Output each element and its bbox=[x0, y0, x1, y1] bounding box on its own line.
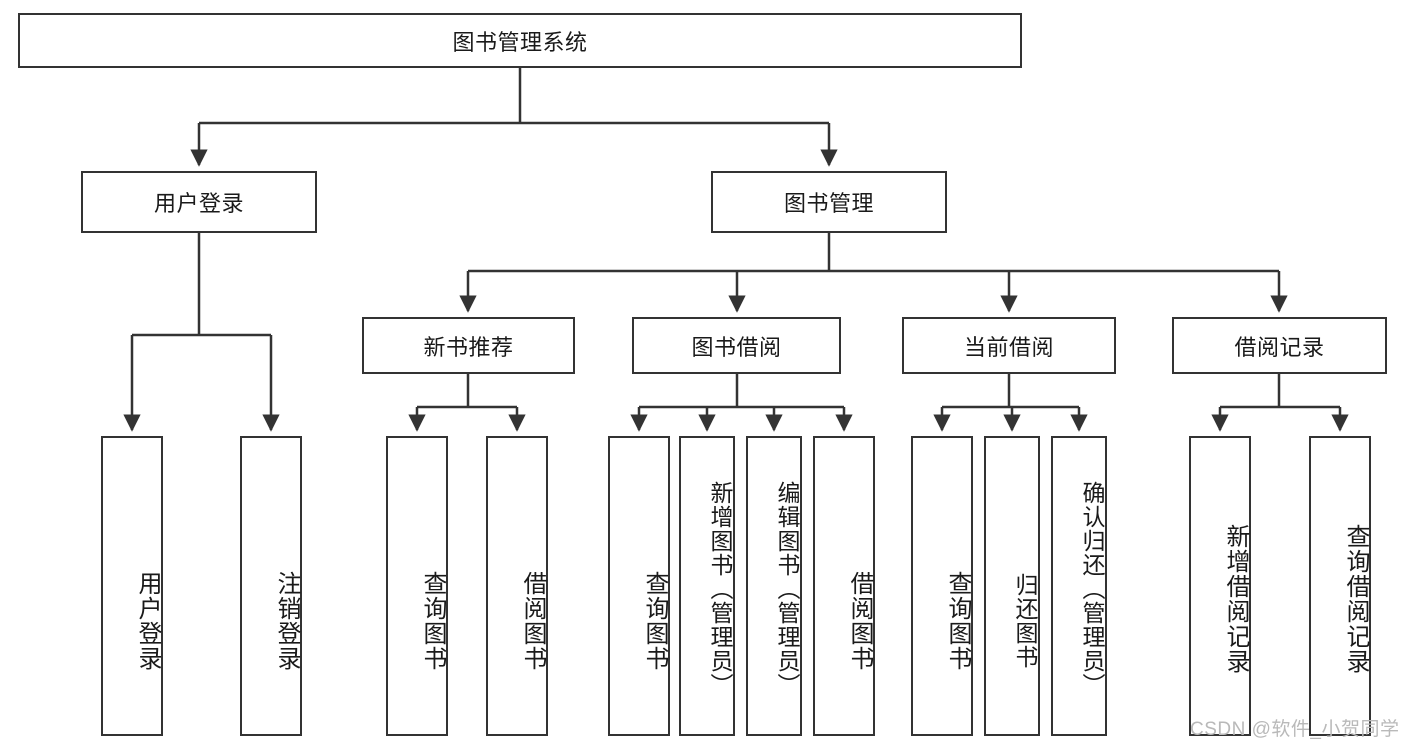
leaf-user-login[interactable]: 用户登录 bbox=[101, 436, 163, 736]
leaf-query-book-recommend[interactable]: 查询图书 bbox=[386, 436, 448, 736]
node-current-borrow-label: 当前借阅 bbox=[963, 334, 1054, 360]
leaf-borrow-book-label: 借阅图书 bbox=[846, 571, 873, 671]
leaf-user-logout-label: 注销登录 bbox=[273, 571, 300, 671]
leaf-borrow-book[interactable]: 借阅图书 bbox=[813, 436, 875, 736]
node-user-login-label: 用户登录 bbox=[153, 191, 244, 216]
leaf-return-book-label: 归还图书 bbox=[1012, 573, 1038, 669]
leaf-edit-book-admin-label: 编辑图书（管理员） bbox=[774, 480, 800, 697]
node-user-login[interactable]: 用户登录 bbox=[81, 171, 317, 233]
leaf-add-book-admin[interactable]: 新增图书（管理员） bbox=[679, 436, 735, 736]
node-book-management[interactable]: 图书管理 bbox=[711, 171, 947, 233]
node-new-book-recommend[interactable]: 新书推荐 bbox=[362, 317, 575, 374]
leaf-edit-book-admin[interactable]: 编辑图书（管理员） bbox=[746, 436, 802, 736]
node-current-borrow[interactable]: 当前借阅 bbox=[902, 317, 1116, 374]
node-new-book-recommend-label: 新书推荐 bbox=[423, 334, 514, 360]
leaf-borrow-book-recommend[interactable]: 借阅图书 bbox=[486, 436, 548, 736]
leaf-add-borrow-record[interactable]: 新增借阅记录 bbox=[1189, 436, 1251, 736]
leaf-confirm-return-admin[interactable]: 确认归还（管理员） bbox=[1051, 436, 1107, 736]
leaf-borrow-book-recommend-label: 借阅图书 bbox=[519, 571, 546, 671]
node-book-borrow-label: 图书借阅 bbox=[691, 334, 782, 360]
node-book-management-label: 图书管理 bbox=[783, 191, 874, 216]
node-borrow-record-label: 借阅记录 bbox=[1234, 334, 1325, 360]
leaf-query-book-borrow[interactable]: 查询图书 bbox=[608, 436, 670, 736]
leaf-confirm-return-admin-label: 确认归还（管理员） bbox=[1079, 480, 1105, 697]
leaf-query-book-current-label: 查询图书 bbox=[944, 571, 971, 671]
leaf-user-logout[interactable]: 注销登录 bbox=[240, 436, 302, 736]
leaf-query-borrow-record[interactable]: 查询借阅记录 bbox=[1309, 436, 1371, 736]
leaf-user-login-label: 用户登录 bbox=[134, 571, 161, 671]
leaf-add-borrow-record-label: 新增借阅记录 bbox=[1222, 523, 1249, 674]
leaf-return-book[interactable]: 归还图书 bbox=[984, 436, 1040, 736]
node-root-label: 图书管理系统 bbox=[452, 29, 588, 55]
node-book-borrow[interactable]: 图书借阅 bbox=[632, 317, 841, 374]
leaf-query-borrow-record-label: 查询借阅记录 bbox=[1342, 523, 1369, 674]
leaf-add-book-admin-label: 新增图书（管理员） bbox=[707, 480, 733, 697]
leaf-query-book-current[interactable]: 查询图书 bbox=[911, 436, 973, 736]
node-borrow-record[interactable]: 借阅记录 bbox=[1172, 317, 1387, 374]
node-root[interactable]: 图书管理系统 bbox=[18, 13, 1022, 68]
watermark: CSDN @软件_小贺同学 bbox=[1190, 719, 1400, 740]
leaf-query-book-recommend-label: 查询图书 bbox=[419, 571, 446, 671]
leaf-query-book-borrow-label: 查询图书 bbox=[641, 571, 668, 671]
